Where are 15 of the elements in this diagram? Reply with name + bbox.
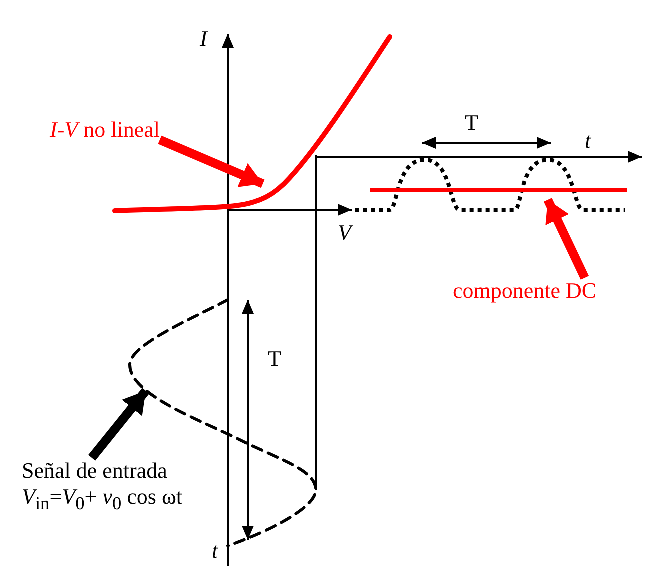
callout-label: I-V no lineal (50, 117, 160, 143)
axis-label: t (212, 538, 218, 564)
axis-label: I (200, 26, 208, 52)
axis-label: V (338, 220, 352, 246)
connector-line (315, 155, 317, 490)
callout-label: componente DC (453, 278, 597, 304)
signal-label: Señal de entrada (22, 458, 168, 484)
callout-arrow (88, 388, 150, 461)
period-label: T (465, 110, 478, 136)
callout-arrow (158, 136, 265, 188)
axis-label: t (585, 128, 592, 154)
formula-label: V$_{in}$=V$_{0}$+ v$_{0}$ cos ωt (22, 484, 183, 516)
callout-arrow (544, 198, 590, 280)
period-label: T (268, 346, 282, 372)
dc-level-line (370, 188, 627, 192)
